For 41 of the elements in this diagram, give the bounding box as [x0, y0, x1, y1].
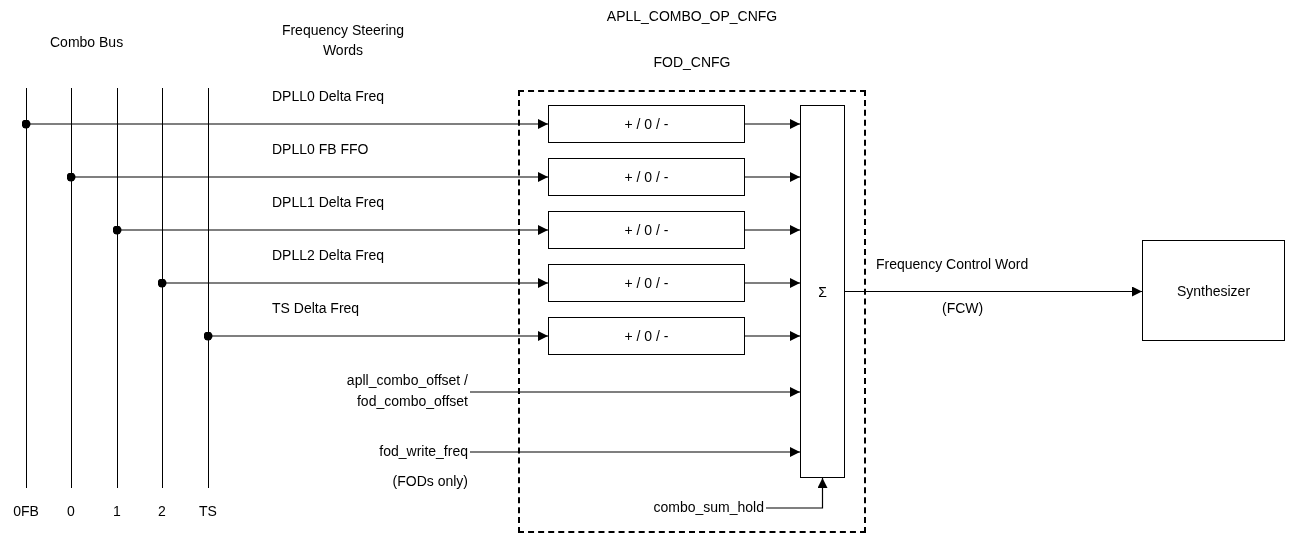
bus-label: 1	[113, 502, 121, 520]
block-title: FOD_CNFG	[652, 54, 732, 70]
arrow	[112, 225, 549, 235]
bus-title: Combo Bus	[50, 33, 124, 52]
arrow	[157, 278, 549, 288]
edge-label: DPLL0 Delta Freq	[272, 87, 385, 106]
bus-label: 0FB	[13, 502, 39, 520]
bus-label: 2	[158, 502, 166, 520]
signal-name: apll_combo_offset / fod_combo_offset	[270, 370, 468, 414]
edge-label: DPLL1 Delta Freq	[272, 193, 385, 212]
signal-name: combo_sum_hold	[594, 497, 764, 519]
edge-label: TS Delta Freq	[272, 299, 360, 318]
arrow	[66, 172, 549, 182]
edge-label: DPLL0 FB FFO	[272, 140, 369, 159]
function-box: Synthesizer	[1142, 240, 1285, 341]
arrow	[203, 331, 549, 341]
block-title: APLL_COMBO_OP_CNFG	[605, 8, 779, 24]
function-box: + / 0 / -	[548, 105, 745, 143]
edge-label: DPLL2 Delta Freq	[272, 246, 385, 265]
edge-label: Frequency Control Word	[876, 254, 1029, 274]
column-title: Frequency Steering Words	[280, 21, 406, 60]
function-box: + / 0 / -	[548, 211, 745, 249]
arrow	[21, 119, 549, 129]
note-text: (FODs only)	[391, 472, 468, 491]
signal-name: fod_write_freq	[320, 441, 468, 463]
bus-label: 0	[67, 502, 75, 520]
summer-box: Σ	[800, 105, 845, 478]
arrow	[744, 278, 801, 288]
bus-label: TS	[199, 502, 217, 520]
function-box: + / 0 / -	[548, 264, 745, 302]
arrow	[744, 119, 801, 129]
function-box: + / 0 / -	[548, 158, 745, 196]
arrow	[469, 447, 801, 457]
signal-abbreviation: (FCW)	[942, 299, 984, 318]
arrow	[744, 172, 801, 182]
arrow	[765, 477, 828, 509]
arrow	[744, 331, 801, 341]
arrow	[469, 387, 801, 397]
function-box: + / 0 / -	[548, 317, 745, 355]
arrow	[844, 286, 1143, 297]
arrow	[744, 225, 801, 235]
